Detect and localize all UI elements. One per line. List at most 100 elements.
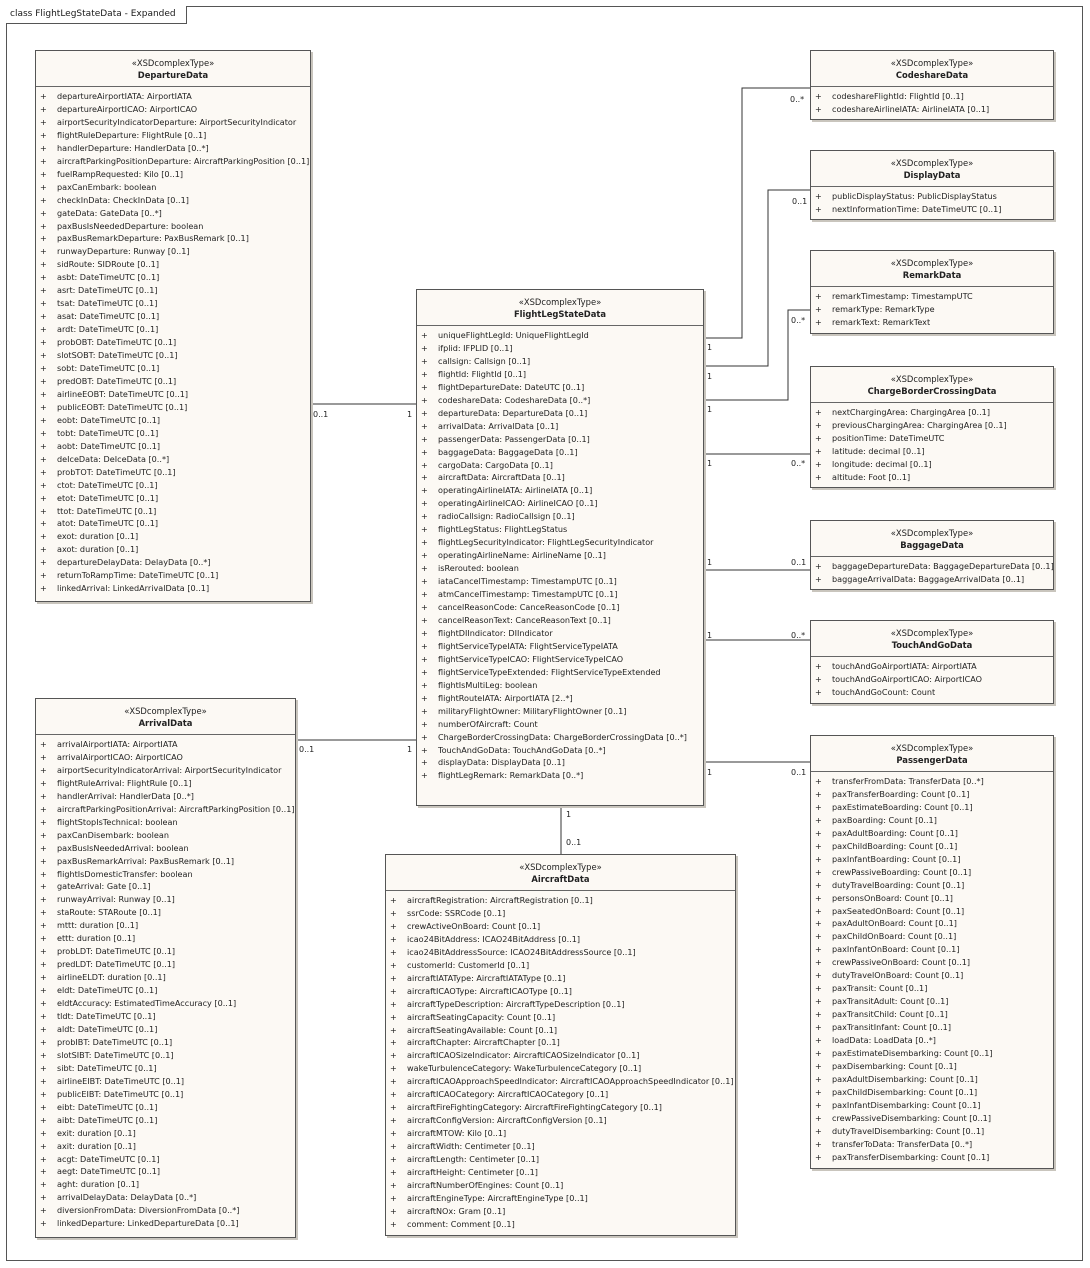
- attribute-row[interactable]: +crewActiveOnBoard: Count [0..1]: [390, 920, 735, 933]
- attribute-row[interactable]: +aircraftChapter: AircraftChapter [0..1]: [390, 1036, 735, 1049]
- attribute-row[interactable]: +flightServiceTypeICAO: FlightServiceTyp…: [421, 653, 703, 666]
- attribute-row[interactable]: +loadData: LoadData [0..*]: [815, 1034, 1053, 1047]
- attribute-row[interactable]: +paxEstimateDisembarking: Count [0..1]: [815, 1047, 1053, 1060]
- attribute-row[interactable]: +baggageArrivalData: BaggageArrivalData …: [815, 573, 1053, 586]
- attribute-row[interactable]: +codeshareAirlineIATA: AirlineIATA [0..1…: [815, 103, 1053, 116]
- attribute-row[interactable]: +flightRuleDeparture: FlightRule [0..1]: [40, 129, 310, 142]
- attribute-row[interactable]: +airlineELDT: duration [0..1]: [40, 971, 295, 984]
- attribute-row[interactable]: +sobt: DateTimeUTC [0..1]: [40, 362, 310, 375]
- attribute-row[interactable]: +wakeTurbulenceCategory: WakeTurbulenceC…: [390, 1062, 735, 1075]
- attribute-row[interactable]: +aircraftICAOCategory: AircraftICAOCateg…: [390, 1088, 735, 1101]
- attribute-row[interactable]: +paxSeatedOnBoard: Count [0..1]: [815, 905, 1053, 918]
- attribute-row[interactable]: +atmCancelTimestamp: TimestampUTC [0..1]: [421, 588, 703, 601]
- attribute-row[interactable]: +aircraftConfigVersion: AircraftConfigVe…: [390, 1114, 735, 1127]
- attribute-row[interactable]: +asat: DateTimeUTC [0..1]: [40, 310, 310, 323]
- attribute-row[interactable]: +paxDisembarking: Count [0..1]: [815, 1060, 1053, 1073]
- attribute-row[interactable]: +aircraftParkingPositionArrival: Aircraf…: [40, 803, 295, 816]
- attribute-row[interactable]: +exot: duration [0..1]: [40, 530, 310, 543]
- attribute-row[interactable]: +iataCancelTimestamp: TimestampUTC [0..1…: [421, 575, 703, 588]
- attribute-row[interactable]: +aegt: DateTimeUTC [0..1]: [40, 1165, 295, 1178]
- attribute-row[interactable]: +baggageDepartureData: BaggageDepartureD…: [815, 560, 1054, 573]
- attribute-row[interactable]: +ctot: DateTimeUTC [0..1]: [40, 479, 310, 492]
- class-box-arrival-data[interactable]: «XSDcomplexType»ArrivalData+arrivalAirpo…: [35, 698, 296, 1238]
- attribute-row[interactable]: +icao24BitAddressSource: ICAO24BitAddres…: [390, 946, 735, 959]
- attribute-row[interactable]: +flightLegStatus: FlightLegStatus: [421, 523, 703, 536]
- attribute-row[interactable]: +airportSecurityIndicatorArrival: Airpor…: [40, 764, 295, 777]
- attribute-row[interactable]: +aircraftData: AircraftData [0..1]: [421, 471, 703, 484]
- attribute-row[interactable]: +airlineEOBT: DateTimeUTC [0..1]: [40, 388, 310, 401]
- attribute-row[interactable]: +publicEOBT: DateTimeUTC [0..1]: [40, 401, 310, 414]
- attribute-row[interactable]: +paxTransferBoarding: Count [0..1]: [815, 788, 1053, 801]
- attribute-row[interactable]: +acgt: DateTimeUTC [0..1]: [40, 1153, 295, 1166]
- attribute-row[interactable]: +ssrCode: SSRCode [0..1]: [390, 907, 735, 920]
- attribute-row[interactable]: +probIBT: DateTimeUTC [0..1]: [40, 1036, 295, 1049]
- attribute-row[interactable]: +codeshareFlightId: FlightId [0..1]: [815, 90, 1053, 103]
- attribute-row[interactable]: +tsat: DateTimeUTC [0..1]: [40, 297, 310, 310]
- attribute-row[interactable]: +baggageData: BaggageData [0..1]: [421, 446, 703, 459]
- attribute-row[interactable]: +flightIsMultiLeg: boolean: [421, 679, 703, 692]
- attribute-row[interactable]: +sibt: DateTimeUTC [0..1]: [40, 1062, 295, 1075]
- attribute-row[interactable]: +callsign: Callsign [0..1]: [421, 355, 703, 368]
- attribute-row[interactable]: +probTOT: DateTimeUTC [0..1]: [40, 466, 310, 479]
- attribute-row[interactable]: +staRoute: STARoute [0..1]: [40, 906, 295, 919]
- attribute-row[interactable]: +checkInData: CheckInData [0..1]: [40, 194, 310, 207]
- attribute-row[interactable]: +eibt: DateTimeUTC [0..1]: [40, 1101, 295, 1114]
- attribute-row[interactable]: +tobt: DateTimeUTC [0..1]: [40, 427, 310, 440]
- class-box-remark-data[interactable]: «XSDcomplexType»RemarkData+remarkTimesta…: [810, 250, 1054, 334]
- attribute-row[interactable]: +paxInfantBoarding: Count [0..1]: [815, 853, 1053, 866]
- attribute-row[interactable]: +aircraftSeatingCapacity: Count [0..1]: [390, 1011, 735, 1024]
- attribute-row[interactable]: +returnToRampTime: DateTimeUTC [0..1]: [40, 569, 310, 582]
- attribute-row[interactable]: +eobt: DateTimeUTC [0..1]: [40, 414, 310, 427]
- attribute-row[interactable]: +paxCanEmbark: boolean: [40, 181, 310, 194]
- attribute-row[interactable]: +flightServiceTypeExtended: FlightServic…: [421, 666, 703, 679]
- attribute-row[interactable]: +remarkType: RemarkType: [815, 303, 1053, 316]
- attribute-row[interactable]: +dutyTravelOnBoard: Count [0..1]: [815, 969, 1053, 982]
- attribute-row[interactable]: +paxBoarding: Count [0..1]: [815, 814, 1053, 827]
- attribute-row[interactable]: +paxTransitAdult: Count [0..1]: [815, 995, 1053, 1008]
- attribute-row[interactable]: +aircraftWidth: Centimeter [0..1]: [390, 1140, 735, 1153]
- attribute-row[interactable]: +paxBusIsNeededDeparture: boolean: [40, 220, 310, 233]
- class-box-touch-and-go-data[interactable]: «XSDcomplexType»TouchAndGoData+touchAndG…: [810, 620, 1054, 704]
- attribute-row[interactable]: +aircraftIATAType: AircraftIATAType [0..…: [390, 972, 735, 985]
- attribute-row[interactable]: +departureAirportICAO: AirportICAO: [40, 103, 310, 116]
- attribute-row[interactable]: +aircraftRegistration: AircraftRegistrat…: [390, 894, 735, 907]
- attribute-row[interactable]: +numberOfAircraft: Count: [421, 718, 703, 731]
- attribute-row[interactable]: +paxAdultBoarding: Count [0..1]: [815, 827, 1053, 840]
- attribute-row[interactable]: +airportSecurityIndicatorDeparture: Airp…: [40, 116, 310, 129]
- attribute-row[interactable]: +ifplid: IFPLID [0..1]: [421, 342, 703, 355]
- attribute-row[interactable]: +slotSOBT: DateTimeUTC [0..1]: [40, 349, 310, 362]
- attribute-row[interactable]: +eldtAccuracy: EstimatedTimeAccuracy [0.…: [40, 997, 295, 1010]
- attribute-row[interactable]: +TouchAndGoData: TouchAndGoData [0..*]: [421, 744, 703, 757]
- attribute-row[interactable]: +cancelReasonText: CanceReasonText [0..1…: [421, 614, 703, 627]
- attribute-row[interactable]: +aibt: DateTimeUTC [0..1]: [40, 1114, 295, 1127]
- attribute-row[interactable]: +paxChildOnBoard: Count [0..1]: [815, 930, 1053, 943]
- attribute-row[interactable]: +arrivalDelayData: DelayData [0..*]: [40, 1191, 295, 1204]
- attribute-row[interactable]: +dutyTravelDisembarking: Count [0..1]: [815, 1125, 1053, 1138]
- attribute-row[interactable]: +aircraftLength: Centimeter [0..1]: [390, 1153, 735, 1166]
- attribute-row[interactable]: +nextChargingArea: ChargingArea [0..1]: [815, 406, 1053, 419]
- attribute-row[interactable]: +remarkText: RemarkText: [815, 316, 1053, 329]
- attribute-row[interactable]: +flightStopIsTechnical: boolean: [40, 816, 295, 829]
- attribute-row[interactable]: +flightIsDomesticTransfer: boolean: [40, 868, 295, 881]
- attribute-row[interactable]: +deIceData: DeIceData [0..*]: [40, 453, 310, 466]
- attribute-row[interactable]: +positionTime: DateTimeUTC: [815, 432, 1053, 445]
- class-box-display-data[interactable]: «XSDcomplexType»DisplayData+publicDispla…: [810, 150, 1054, 220]
- attribute-row[interactable]: +runwayDeparture: Runway [0..1]: [40, 245, 310, 258]
- attribute-row[interactable]: +paxTransitInfant: Count [0..1]: [815, 1021, 1053, 1034]
- attribute-row[interactable]: +codeshareData: CodeshareData [0..*]: [421, 394, 703, 407]
- attribute-row[interactable]: +paxInfantOnBoard: Count [0..1]: [815, 943, 1053, 956]
- attribute-row[interactable]: +paxBusRemarkArrival: PaxBusRemark [0..1…: [40, 855, 295, 868]
- attribute-row[interactable]: +arrivalAirportIATA: AirportIATA: [40, 738, 295, 751]
- attribute-row[interactable]: +predLDT: DateTimeUTC [0..1]: [40, 958, 295, 971]
- attribute-row[interactable]: +probLDT: DateTimeUTC [0..1]: [40, 945, 295, 958]
- attribute-row[interactable]: +paxTransitChild: Count [0..1]: [815, 1008, 1053, 1021]
- attribute-row[interactable]: +flightDepartureDate: DateUTC [0..1]: [421, 381, 703, 394]
- attribute-row[interactable]: +airlineEIBT: DateTimeUTC [0..1]: [40, 1075, 295, 1088]
- attribute-row[interactable]: +aircraftICAOType: AircraftICAOType [0..…: [390, 985, 735, 998]
- attribute-row[interactable]: +publicDisplayStatus: PublicDisplayStatu…: [815, 190, 1053, 203]
- attribute-row[interactable]: +aircraftNOx: Gram [0..1]: [390, 1205, 735, 1218]
- attribute-row[interactable]: +paxBusRemarkDeparture: PaxBusRemark [0.…: [40, 232, 310, 245]
- attribute-row[interactable]: +sidRoute: SIDRoute [0..1]: [40, 258, 310, 271]
- attribute-row[interactable]: +cargoData: CargoData [0..1]: [421, 459, 703, 472]
- attribute-row[interactable]: +radioCallsign: RadioCallsign [0..1]: [421, 510, 703, 523]
